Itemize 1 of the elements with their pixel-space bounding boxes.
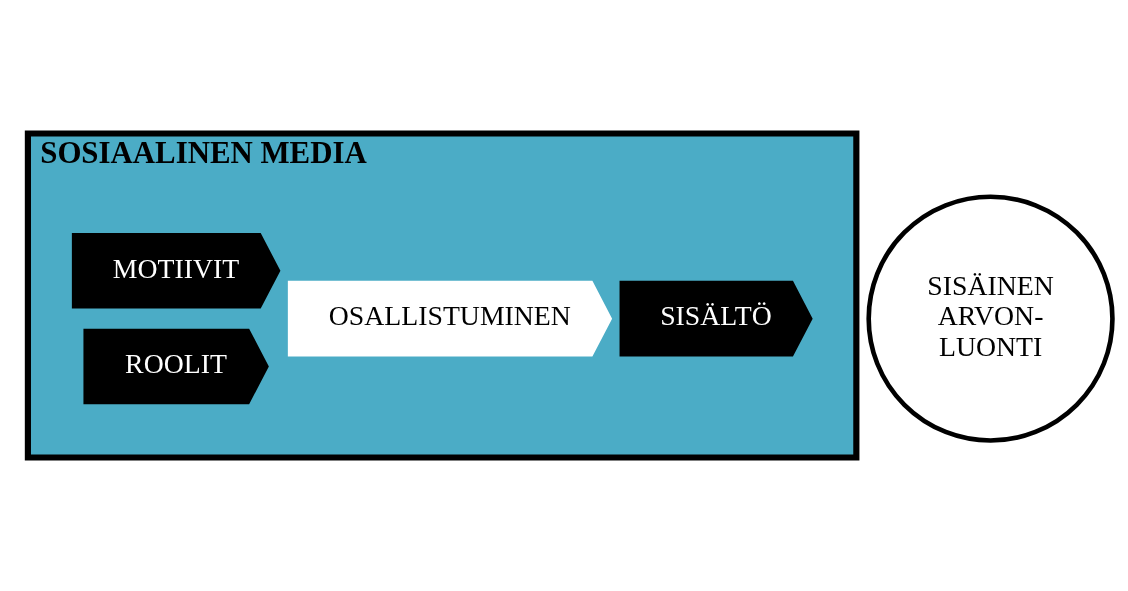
node-circle: SISÄINEN ARVON- LUONTI: [866, 194, 1115, 443]
